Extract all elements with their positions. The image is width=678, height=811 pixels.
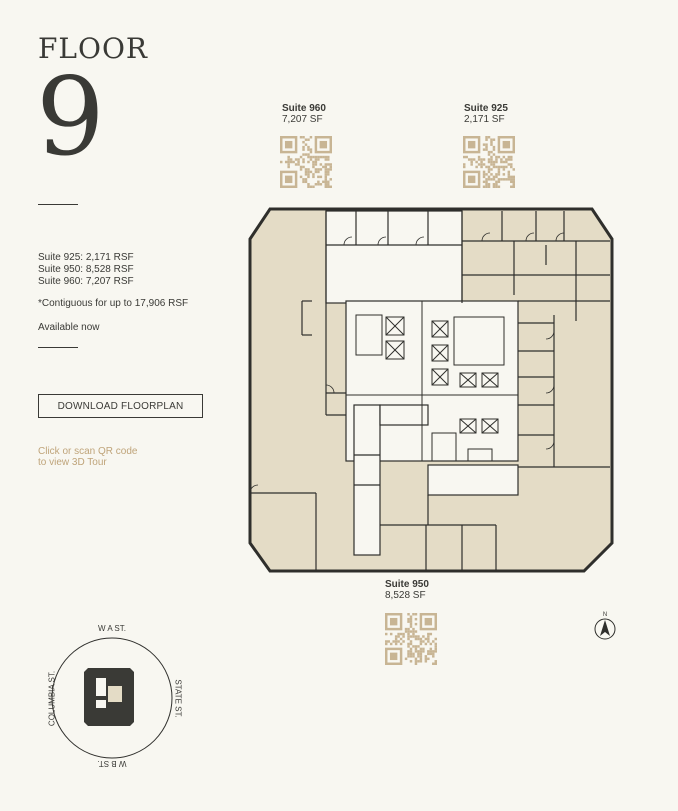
suite-950-qr-code[interactable] — [385, 613, 437, 670]
qr-hint-line: Click or scan QR code — [38, 446, 138, 457]
suite-summary-950: Suite 950: 8,528 RSF — [38, 264, 134, 275]
suite-960-size: 7,207 SF — [282, 114, 323, 125]
suite-925-size: 2,171 SF — [464, 114, 505, 125]
suite-950-label: Suite 950 8,528 SF — [385, 579, 429, 601]
suite-960-name: Suite 960 — [282, 103, 326, 114]
divider — [38, 204, 78, 205]
suite-925-label: Suite 925 2,171 SF — [464, 103, 508, 125]
download-floorplan-button[interactable]: DOWNLOAD FLOORPLAN — [38, 394, 203, 418]
floor-number: 9 — [36, 55, 105, 180]
street-north: W A ST. — [97, 624, 126, 633]
street-east: STATE ST. — [173, 679, 183, 718]
divider — [38, 347, 78, 348]
suite-summary-list: Suite 925: 2,171 RSF Suite 950: 8,528 RS… — [38, 252, 134, 288]
suite-summary-925: Suite 925: 2,171 RSF — [38, 252, 134, 263]
suite-960-qr-code[interactable] — [280, 136, 332, 193]
compass-icon — [594, 618, 616, 640]
north-arrow: N — [593, 612, 617, 646]
qr-hint: Click or scan QR code to view 3D Tour — [38, 446, 137, 468]
suite-950-name: Suite 950 — [385, 579, 429, 590]
suite-925-qr-code[interactable] — [463, 136, 515, 193]
street-south: W B ST. — [97, 759, 127, 768]
qr-hint-line: to view 3D Tour — [38, 457, 107, 468]
suite-960-label: Suite 960 7,207 SF — [282, 103, 326, 125]
suite-950-size: 8,528 SF — [385, 590, 426, 601]
floor-plan — [248, 207, 614, 573]
contiguous-note: *Contiguous for up to 17,906 RSF — [38, 298, 189, 309]
suite-summary-960: Suite 960: 7,207 RSF — [38, 276, 134, 287]
availability-text: Available now — [38, 322, 100, 333]
north-arrow-label: N — [602, 612, 608, 618]
locator-circle — [51, 637, 173, 759]
locator-map: W A ST. W B ST. COLUMBIA ST. STATE ST. — [47, 624, 183, 768]
suite-925-name: Suite 925 — [464, 103, 508, 114]
street-west: COLUMBIA ST. — [47, 670, 57, 727]
floor-label: FLOOR — [38, 32, 149, 65]
